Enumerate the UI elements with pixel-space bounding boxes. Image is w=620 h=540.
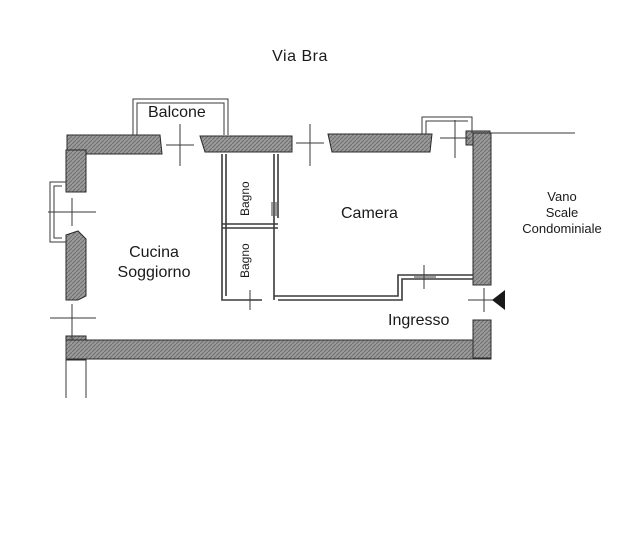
interior-walls xyxy=(221,154,473,301)
left-wall-bay xyxy=(65,230,87,301)
bathroom-1-label: Bagno xyxy=(238,181,252,216)
door-cross-bed xyxy=(414,265,436,289)
right-wall-lower xyxy=(472,319,492,359)
kitchen-label-line2: Soggiorno xyxy=(117,264,191,281)
window-cross-top-right xyxy=(440,120,470,158)
stairwell-label-line1: Vano xyxy=(547,189,577,204)
exterior-walls xyxy=(65,130,492,361)
kitchen-label-line1: Cucina xyxy=(129,244,179,261)
entrance-label: Ingresso xyxy=(388,312,450,329)
bathroom-outer-wall xyxy=(221,154,262,301)
bottom-wall xyxy=(65,339,492,360)
stairwell-label-line2: Scale xyxy=(545,205,579,220)
kitchen-label: Cucina Soggiorno xyxy=(104,243,204,283)
bathroom-2-label: Bagno xyxy=(238,243,252,278)
window-bay-right xyxy=(421,116,473,134)
top-wall-right xyxy=(327,133,433,153)
bathroom-door-mark xyxy=(271,202,277,216)
balcony-label: Balcone xyxy=(148,104,206,121)
right-wall-upper xyxy=(472,132,492,286)
stairwell-label: Vano Scale Condominiale xyxy=(512,189,612,237)
balcony-railing xyxy=(132,98,229,135)
left-exterior-line xyxy=(65,340,87,398)
bedroom-label: Camera xyxy=(341,205,398,222)
bathroom-divider xyxy=(222,223,278,229)
window-cross-left-lower xyxy=(50,304,96,340)
door-cross-bath xyxy=(240,290,262,310)
window-cross-left xyxy=(48,198,96,226)
window-cross-balcony xyxy=(166,124,194,166)
bedroom-south-wall xyxy=(274,274,473,301)
entrance-indicator xyxy=(492,290,505,310)
top-wall-mid xyxy=(199,135,293,153)
entrance-arrow-icon xyxy=(492,290,505,310)
street-label: Via Bra xyxy=(272,48,328,65)
bathroom-east-wall xyxy=(273,154,279,300)
stairwell-label-line3: Condominiale xyxy=(522,221,602,236)
window-cross-top-mid xyxy=(296,124,324,166)
left-wall-upper xyxy=(65,149,87,193)
